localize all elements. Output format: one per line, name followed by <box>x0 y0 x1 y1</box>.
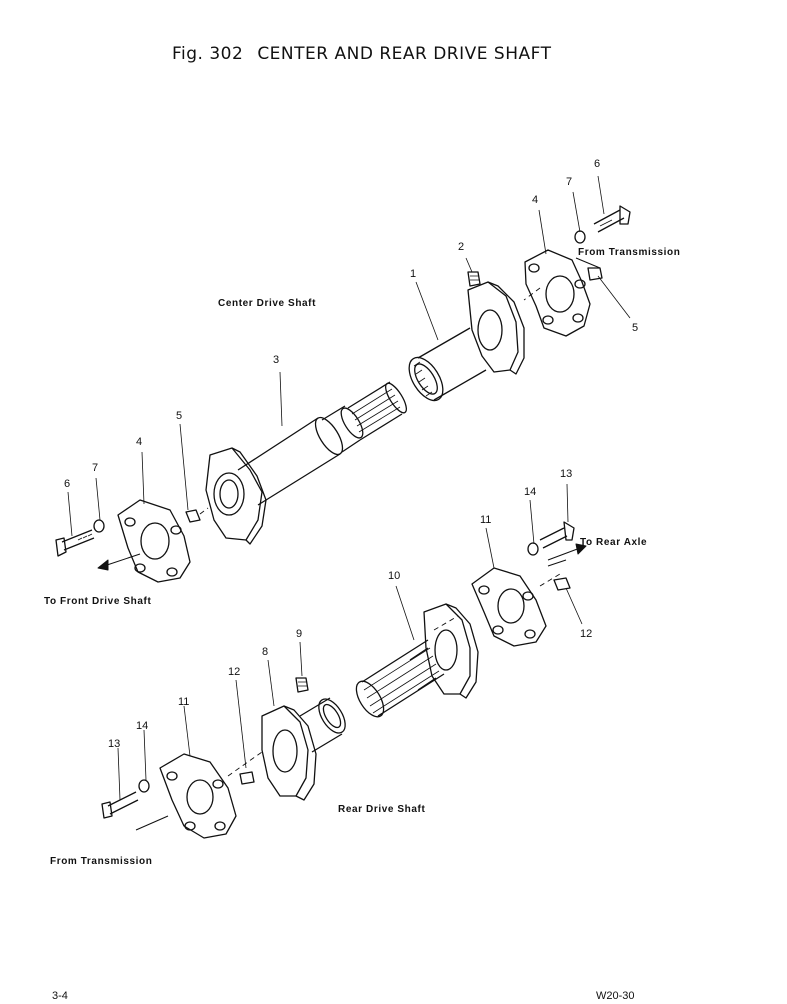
label-to-rear-axle: To Rear Axle <box>580 537 648 548</box>
sleeve-8 <box>299 697 346 753</box>
callout-11-right: 11 <box>480 514 492 526</box>
callout-14-right: 14 <box>524 486 537 498</box>
callout-7-left: 7 <box>92 462 99 474</box>
callout-7-top: 7 <box>566 176 573 188</box>
figure-title: Fig. 302 CENTER AND REAR DRIVE SHAFT <box>172 44 565 64</box>
callout-5-top: 5 <box>632 322 639 334</box>
grease-fitting-9 <box>295 677 309 693</box>
spider-4-top <box>524 249 591 337</box>
washer-7-left <box>93 519 105 533</box>
spider-11-right <box>471 567 547 647</box>
footer-code: W20-30 <box>596 990 635 1002</box>
callout-10: 10 <box>388 570 401 582</box>
figure-title-text: CENTER AND REAR DRIVE SHAFT <box>257 44 552 64</box>
yoke-10 <box>409 603 479 699</box>
callout-11-left: 11 <box>178 696 190 708</box>
callout-12-left: 12 <box>228 666 241 678</box>
lock-5-left <box>185 509 201 523</box>
sleeve-1 <box>408 327 487 402</box>
label-to-front-drive-shaft: To Front Drive Shaft <box>44 596 152 607</box>
callout-6-top: 6 <box>594 158 601 170</box>
assembly-centerlines <box>199 287 561 777</box>
callout-5-left: 5 <box>176 410 183 422</box>
callout-2: 2 <box>458 241 465 253</box>
callout-12-right: 12 <box>580 628 593 640</box>
lock-12-right <box>553 577 571 591</box>
yoke-8 <box>261 705 317 801</box>
callout-13-right: 13 <box>560 468 573 480</box>
direction-arrows <box>97 257 601 831</box>
yoke-1 <box>467 281 525 375</box>
lock-12-left <box>239 771 255 785</box>
yoke-3 <box>205 447 267 545</box>
lock-5-top <box>587 267 603 281</box>
spider-4-left <box>117 499 191 583</box>
callout-9: 9 <box>296 628 303 640</box>
bolt-13-left <box>101 791 139 819</box>
washer-7-top <box>574 230 586 244</box>
figure-number: Fig. 302 <box>172 44 244 64</box>
label-from-transmission-top: From Transmission <box>578 247 681 258</box>
label-center-drive-shaft: Center Drive Shaft <box>218 298 317 309</box>
callout-3: 3 <box>273 354 280 366</box>
callout-6-left: 6 <box>64 478 71 490</box>
rear-shaft-spline-10 <box>355 639 445 718</box>
callout-13-left: 13 <box>108 738 121 750</box>
callout-1: 1 <box>410 268 417 280</box>
bolt-13-right <box>539 521 575 549</box>
grease-fitting-2 <box>467 271 481 287</box>
callout-14-left: 14 <box>136 720 149 732</box>
center-shaft-tube <box>237 405 364 506</box>
bolt-6-top <box>593 205 631 233</box>
washer-14-left <box>138 779 150 793</box>
center-shaft-spline <box>347 381 407 441</box>
label-rear-drive-shaft: Rear Drive Shaft <box>338 804 426 815</box>
washer-14-right <box>527 542 539 556</box>
callout-4-left: 4 <box>136 436 143 448</box>
bolt-6-left <box>55 529 95 557</box>
callout-4-top: 4 <box>532 194 539 206</box>
spider-11-left <box>159 753 237 839</box>
label-from-transmission-bottom: From Transmission <box>50 856 153 867</box>
callout-8: 8 <box>262 646 269 658</box>
leader-lines <box>67 175 631 801</box>
footer-page-number: 3-4 <box>52 990 68 1002</box>
